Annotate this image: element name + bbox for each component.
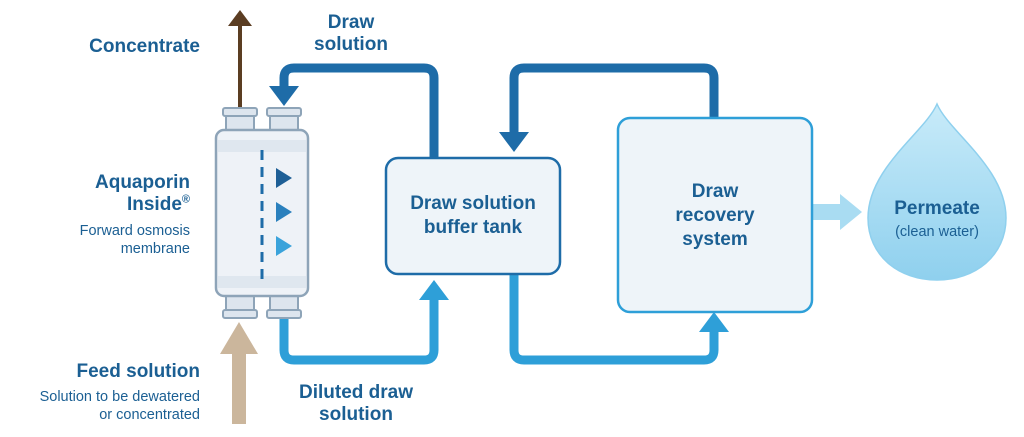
recovery-system-box <box>616 116 814 314</box>
buffer-to-recovery-pipe <box>509 274 729 365</box>
membrane-sub-line1: Forward osmosis <box>79 223 190 239</box>
membrane-title-line1: Aquaporin <box>95 172 190 193</box>
permeate-drop <box>867 102 1007 281</box>
draw-solution-line1: Draw <box>327 12 375 33</box>
membrane-title-line2: Inside® <box>126 193 190 215</box>
recovery-line1: Draw <box>691 181 739 202</box>
buffer-tank-label: Draw solution buffer tank <box>386 192 560 240</box>
buffer-tank-box <box>384 156 562 276</box>
concentrate-label: Concentrate <box>89 36 200 57</box>
feed-solution-title: Feed solution <box>76 361 201 382</box>
permeate-subtitle: (clean water) <box>895 224 979 240</box>
membrane-title: Aquaporin Inside® <box>60 172 190 216</box>
feed-sub-line1: Solution to be dewatered <box>39 389 200 405</box>
recovered-draw-pipe <box>499 63 719 152</box>
buffer-line1: Draw solution <box>410 193 536 214</box>
membrane-subtitle: Forward osmosis membrane <box>40 222 190 258</box>
feed-sub-line2: or concentrated <box>99 407 200 423</box>
diluted-draw-label: Diluted draw solution <box>276 382 436 426</box>
diluted-draw-pipe <box>279 280 449 365</box>
draw-solution-line2: solution <box>314 34 388 55</box>
registered-mark: ® <box>181 193 190 206</box>
recovery-line3: system <box>682 229 748 250</box>
buffer-line2: buffer tank <box>423 217 523 238</box>
feed-solution-subtitle: Solution to be dewatered or concentrated <box>10 388 200 424</box>
draw-solution-pipe <box>269 63 439 158</box>
permeate-arrow <box>812 194 862 230</box>
membrane-module <box>214 107 310 319</box>
diluted-line1: Diluted draw <box>298 382 413 403</box>
membrane-sub-line2: membrane <box>120 241 190 257</box>
feed-arrow <box>220 322 258 424</box>
diluted-line2: solution <box>319 404 393 425</box>
draw-solution-label: Draw solution <box>296 12 406 56</box>
recovery-line2: recovery <box>675 205 755 226</box>
concentrate-arrow <box>228 10 252 110</box>
permeate-title: Permeate <box>894 198 980 219</box>
recovery-system-label: Draw recovery system <box>618 180 812 252</box>
